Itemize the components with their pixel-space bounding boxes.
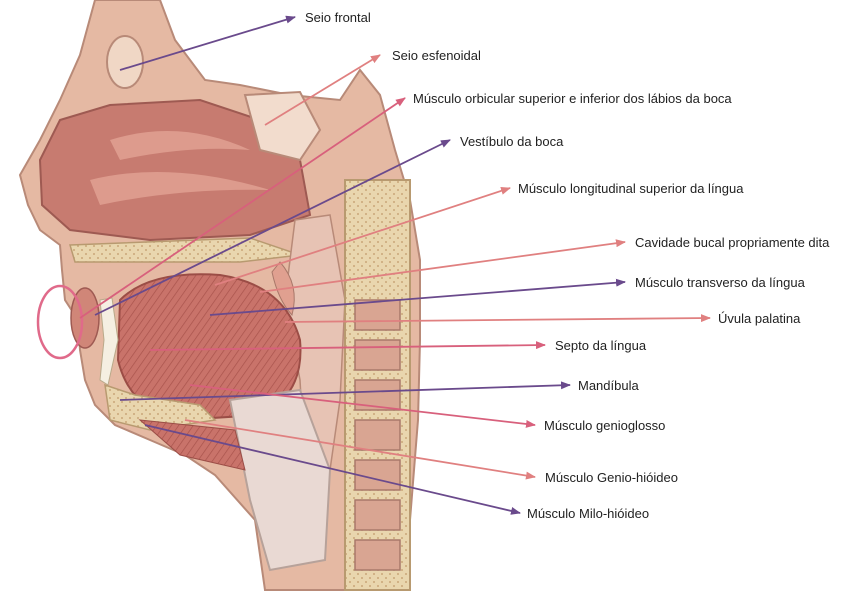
- label-genio-hioideo: Músculo Genio-hióideo: [545, 470, 678, 485]
- label-seio-frontal: Seio frontal: [305, 10, 371, 25]
- label-milo-hioideo: Músculo Milo-hióideo: [527, 506, 649, 521]
- label-mandibula: Mandíbula: [578, 378, 639, 393]
- label-septo-lingua: Septo da língua: [555, 338, 647, 353]
- label-longitudinal-superior: Músculo longitudinal superior da língua: [518, 181, 744, 196]
- label-vestibulo-boca: Vestíbulo da boca: [460, 134, 564, 149]
- label-cavidade-bucal: Cavidade bucal propriamente dita: [635, 235, 830, 250]
- frontal-sinus-shape: [107, 36, 143, 88]
- label-musculo-orbicular: Músculo orbicular superior e inferior do…: [413, 91, 732, 106]
- label-uvula-palatina: Úvula palatina: [718, 311, 801, 326]
- head-section-illustration: [20, 0, 420, 590]
- label-transverso-lingua: Músculo transverso da língua: [635, 275, 806, 290]
- label-seio-esfenoidal: Seio esfenoidal: [392, 48, 481, 63]
- label-genioglosso: Músculo genioglosso: [544, 418, 665, 433]
- vertebrae: [355, 300, 400, 570]
